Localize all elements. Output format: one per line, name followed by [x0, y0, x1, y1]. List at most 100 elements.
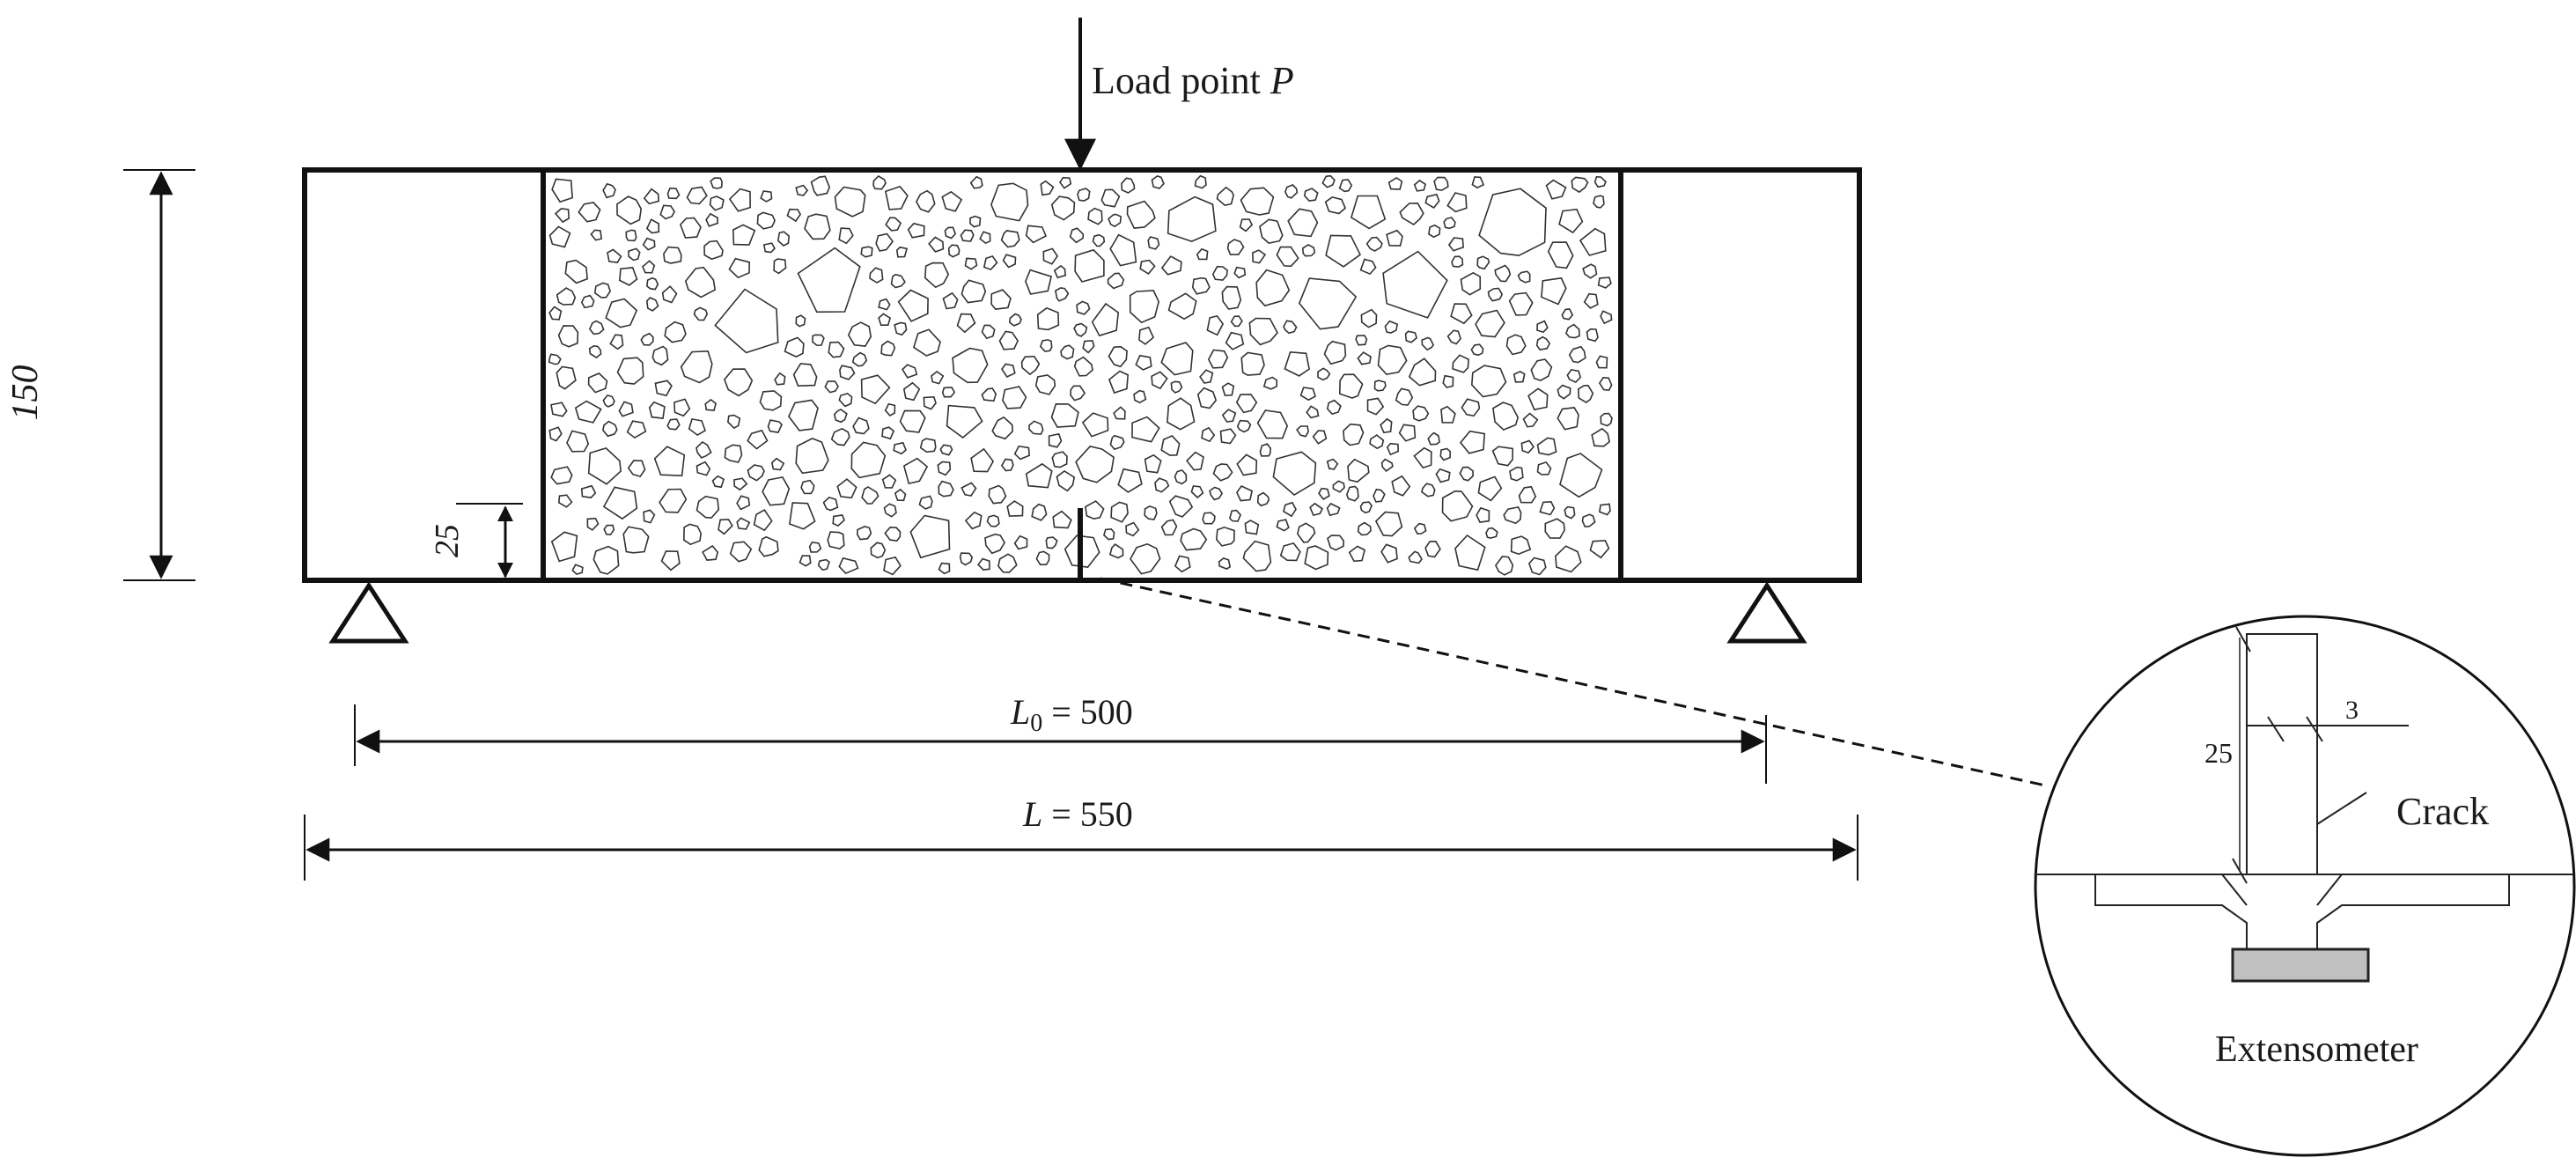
aggregate-particle	[1373, 488, 1386, 503]
aggregate-particle	[616, 195, 643, 225]
aggregate-particle	[663, 246, 682, 264]
aggregate-particle	[1100, 188, 1121, 208]
aggregate-particle	[548, 353, 562, 365]
aggregate-particle	[705, 212, 718, 227]
aggregate-particle	[1536, 461, 1552, 476]
aggregate-particle	[1452, 354, 1469, 373]
aggregate-particle	[1326, 399, 1342, 416]
aggregate-particle	[1306, 405, 1320, 419]
aggregate-particle	[767, 419, 783, 433]
aggregate-particle	[609, 334, 624, 350]
aggregate-particle	[1299, 387, 1316, 402]
aggregate-particle	[1427, 431, 1440, 446]
aggregate-particle	[1539, 500, 1556, 516]
aggregate-particle	[588, 320, 605, 335]
span-dimension	[354, 704, 1767, 784]
aggregate-particle	[1060, 344, 1075, 360]
aggregate-particle	[1191, 277, 1211, 295]
notch-depth-dimension	[456, 503, 523, 579]
aggregate-particle	[1040, 180, 1055, 196]
extensometer-label: Extensometer	[2215, 1029, 2418, 1070]
aggregate-particle	[1309, 502, 1324, 517]
aggregate-particle	[1025, 462, 1053, 489]
aggregate-particle	[1404, 330, 1418, 343]
aggregate-particle	[1564, 505, 1576, 520]
height-dimension	[123, 169, 195, 581]
aggregate-particle	[1036, 306, 1060, 331]
aggregate-particle	[759, 390, 783, 411]
aggregate-particle	[1408, 550, 1423, 564]
aggregate-particle	[812, 334, 825, 347]
aggregate-particle	[902, 381, 921, 402]
aggregate-particle	[1359, 501, 1373, 514]
aggregate-particle	[1070, 385, 1086, 402]
aggregate-particle	[1151, 371, 1168, 390]
aggregate-particle	[626, 420, 647, 439]
aggregate-particle	[912, 328, 941, 357]
aggregate-particle	[915, 189, 936, 213]
aggregate-particle	[1530, 358, 1553, 381]
aggregate-particle	[593, 282, 611, 299]
aggregate-particle	[1374, 511, 1403, 537]
aggregate-particle	[1386, 442, 1400, 456]
aggregate-particle	[1230, 315, 1243, 328]
aggregate-particle	[822, 497, 839, 512]
aggregate-particle	[696, 461, 711, 476]
aggregate-particle	[1196, 387, 1218, 409]
aggregate-particle	[1600, 412, 1613, 427]
aggregate-particle	[625, 229, 637, 242]
aggregate-particle	[795, 314, 806, 328]
aggregate-particle	[1470, 343, 1484, 357]
length-dimension	[304, 815, 1858, 881]
aggregate-particle	[795, 438, 829, 475]
aggregate-particle	[969, 215, 982, 228]
aggregate-particle	[1365, 236, 1383, 252]
aggregate-particle	[1077, 188, 1091, 202]
aggregate-particle	[1591, 427, 1610, 447]
aggregate-particle	[1408, 358, 1437, 387]
aggregate-particle	[1454, 534, 1486, 571]
aggregate-particle	[1395, 387, 1414, 406]
load-point-label: Load point P	[1092, 59, 1294, 102]
aggregate-particle	[833, 409, 848, 424]
aggregate-particle	[723, 368, 754, 397]
aggregate-particle	[1420, 483, 1436, 498]
aggregate-particle	[733, 477, 748, 491]
aggregate-particle	[682, 523, 703, 546]
aggregate-particle	[1186, 451, 1204, 471]
aggregate-particle	[1170, 380, 1183, 394]
aggregate-particle	[931, 370, 945, 385]
aggregate-particle	[1428, 224, 1441, 239]
aggregate-particle	[1476, 255, 1490, 270]
aggregate-particle	[1109, 233, 1137, 267]
aggregate-particle	[557, 494, 573, 508]
aggregate-particle	[804, 213, 831, 240]
aggregate-particle	[1599, 503, 1611, 516]
aggregate-particle	[1451, 255, 1464, 268]
aggregate-particle	[981, 387, 997, 402]
aggregate-particle	[642, 260, 656, 274]
aggregate-particle	[1593, 175, 1607, 188]
aggregate-particle	[1439, 447, 1452, 461]
aggregate-particle	[1050, 195, 1076, 221]
aggregate-particle	[1235, 484, 1254, 502]
aggregate-particle	[1225, 331, 1245, 350]
aggregate-particle	[571, 564, 584, 576]
aggregate-particle	[1387, 176, 1403, 190]
aggregate-particle	[861, 486, 880, 505]
aggregate-particle	[550, 531, 578, 563]
aggregate-particle	[1503, 505, 1522, 525]
aggregate-particle	[1207, 349, 1229, 369]
aggregate-particle	[1355, 335, 1368, 346]
aggregate-particle	[938, 562, 951, 575]
aggregate-particle	[1303, 188, 1319, 203]
aggregate-particle	[616, 357, 644, 385]
aggregate-particle	[838, 227, 854, 245]
aggregate-particle	[762, 242, 776, 254]
left-support	[328, 581, 409, 644]
aggregate-particle	[1441, 490, 1474, 522]
aggregate-particle	[1296, 425, 1309, 438]
aggregate-particle	[1536, 437, 1557, 456]
aggregate-particle	[899, 409, 926, 433]
aggregate-particle	[1359, 258, 1377, 276]
